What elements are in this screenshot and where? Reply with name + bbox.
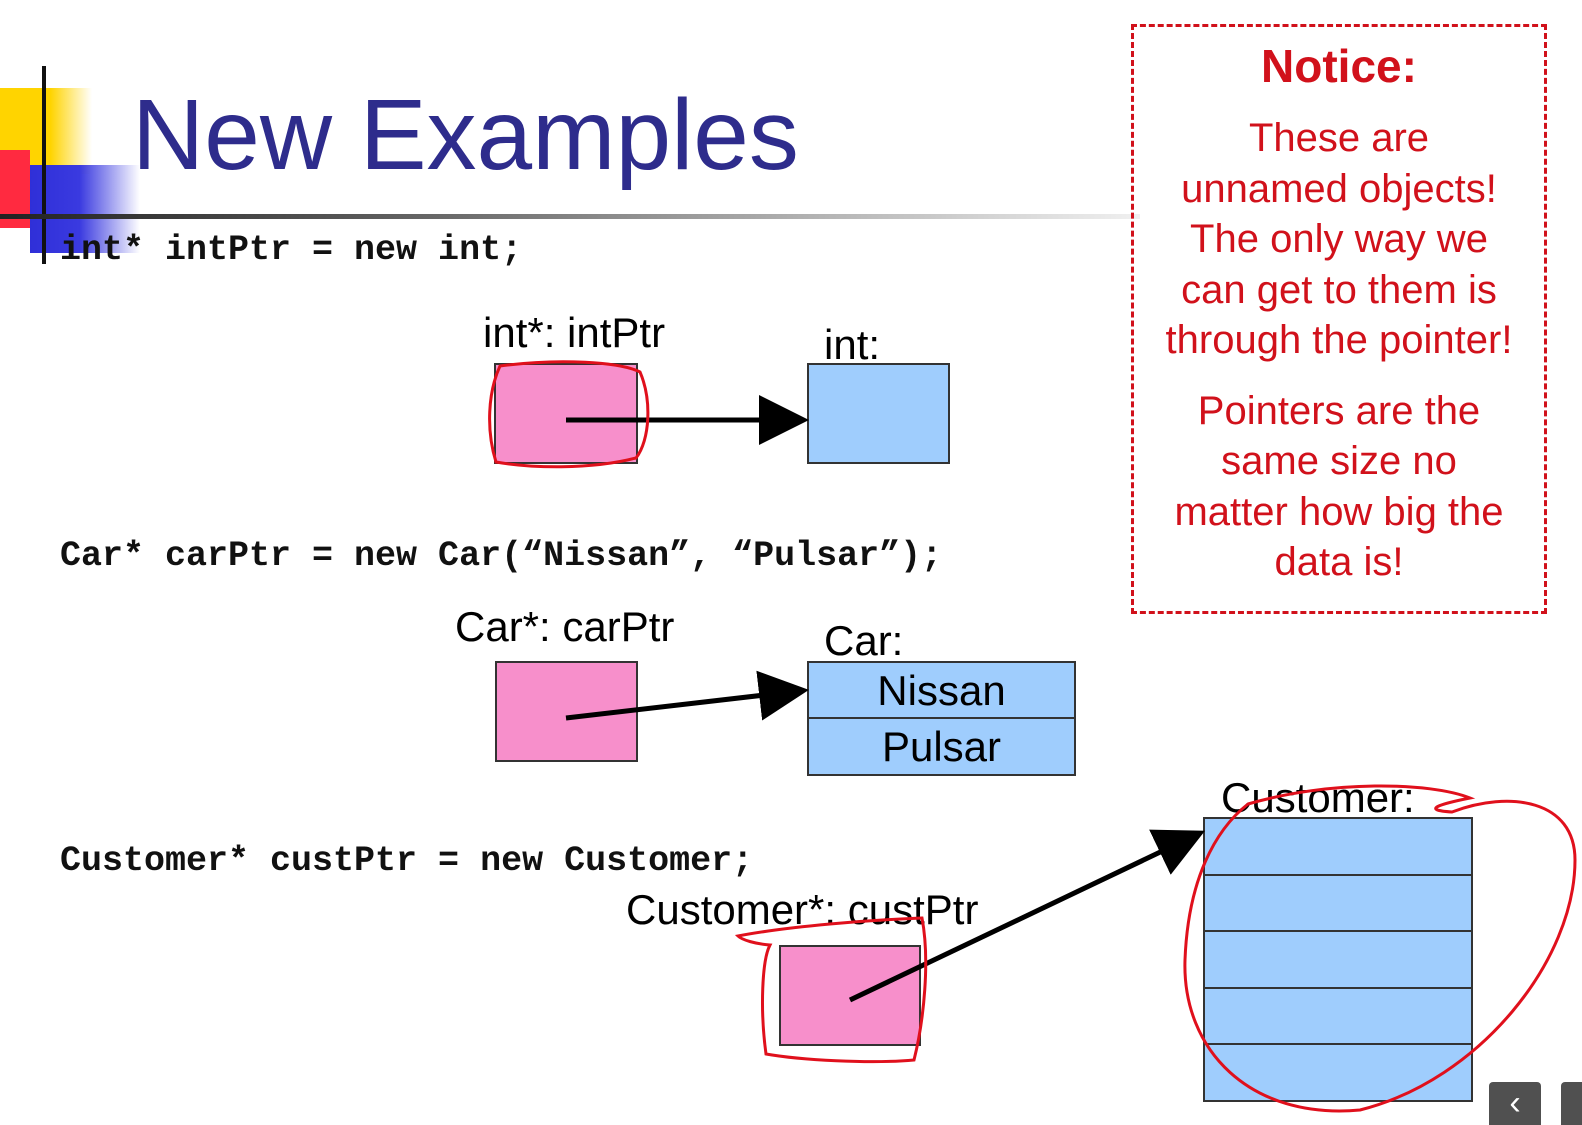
title-decoration-blue <box>30 165 140 253</box>
chevron-left-icon: ‹ <box>1509 1084 1521 1122</box>
object-label-car: Car: <box>824 617 904 664</box>
notice-line: These are <box>1248 116 1430 160</box>
pointer-label-customer: Customer*: custPtr <box>626 886 979 933</box>
notice-heading: Notice: <box>1261 40 1417 92</box>
next-slide-button[interactable] <box>1561 1082 1582 1125</box>
code-line-car: Car* carPtr = new Car(“Nissan”, “Pulsar”… <box>60 536 943 576</box>
object-field-customer <box>1203 930 1473 989</box>
pointer-box-car <box>495 661 638 762</box>
notice-box: Notice: These are unnamed objects! The o… <box>1131 24 1547 614</box>
notice-line: Pointers are the <box>1197 388 1481 433</box>
notice-line: The only way we <box>1190 217 1488 261</box>
object-field-text: Nissan <box>877 667 1006 714</box>
object-field-text: Pulsar <box>881 723 1002 770</box>
title-underline <box>0 214 1140 219</box>
object-box-customer <box>1203 817 1473 1102</box>
title-decoration-vertical-line <box>42 66 46 264</box>
prev-slide-button[interactable]: ‹ <box>1489 1082 1541 1125</box>
code-line-customer: Customer* custPtr = new Customer; <box>60 841 754 881</box>
object-field-car-make: Nissan <box>807 661 1076 719</box>
object-field-customer <box>1203 986 1473 1045</box>
object-field-customer <box>1203 817 1473 876</box>
notice-line: unnamed objects! <box>1181 166 1497 211</box>
notice-line: data is! <box>1274 540 1404 584</box>
object-field-customer <box>1203 1043 1473 1102</box>
notice-paragraph-2: Pointers are the same size no matter how… <box>1134 386 1544 588</box>
code-line-int: int* intPtr = new int; <box>60 230 523 270</box>
object-box-int <box>807 363 950 464</box>
pointer-label-car: Car*: carPtr <box>455 603 675 650</box>
object-field-car-model: Pulsar <box>807 717 1076 776</box>
object-field-customer <box>1203 873 1473 932</box>
notice-line: matter how big the <box>1174 489 1504 534</box>
notice-line: can get to them is <box>1181 267 1497 312</box>
notice-paragraph-1: These are unnamed objects! The only way … <box>1134 113 1544 366</box>
object-label-customer: Customer: <box>1221 774 1415 821</box>
pointer-label-int: int*: intPtr <box>483 309 666 356</box>
notice-line: same size no <box>1221 439 1457 483</box>
slide-title: New Examples <box>132 79 799 191</box>
pointer-box-int <box>494 363 638 464</box>
object-label-int: int: <box>824 321 881 368</box>
notice-line: through the pointer! <box>1165 318 1513 362</box>
pointer-box-customer <box>779 945 921 1046</box>
